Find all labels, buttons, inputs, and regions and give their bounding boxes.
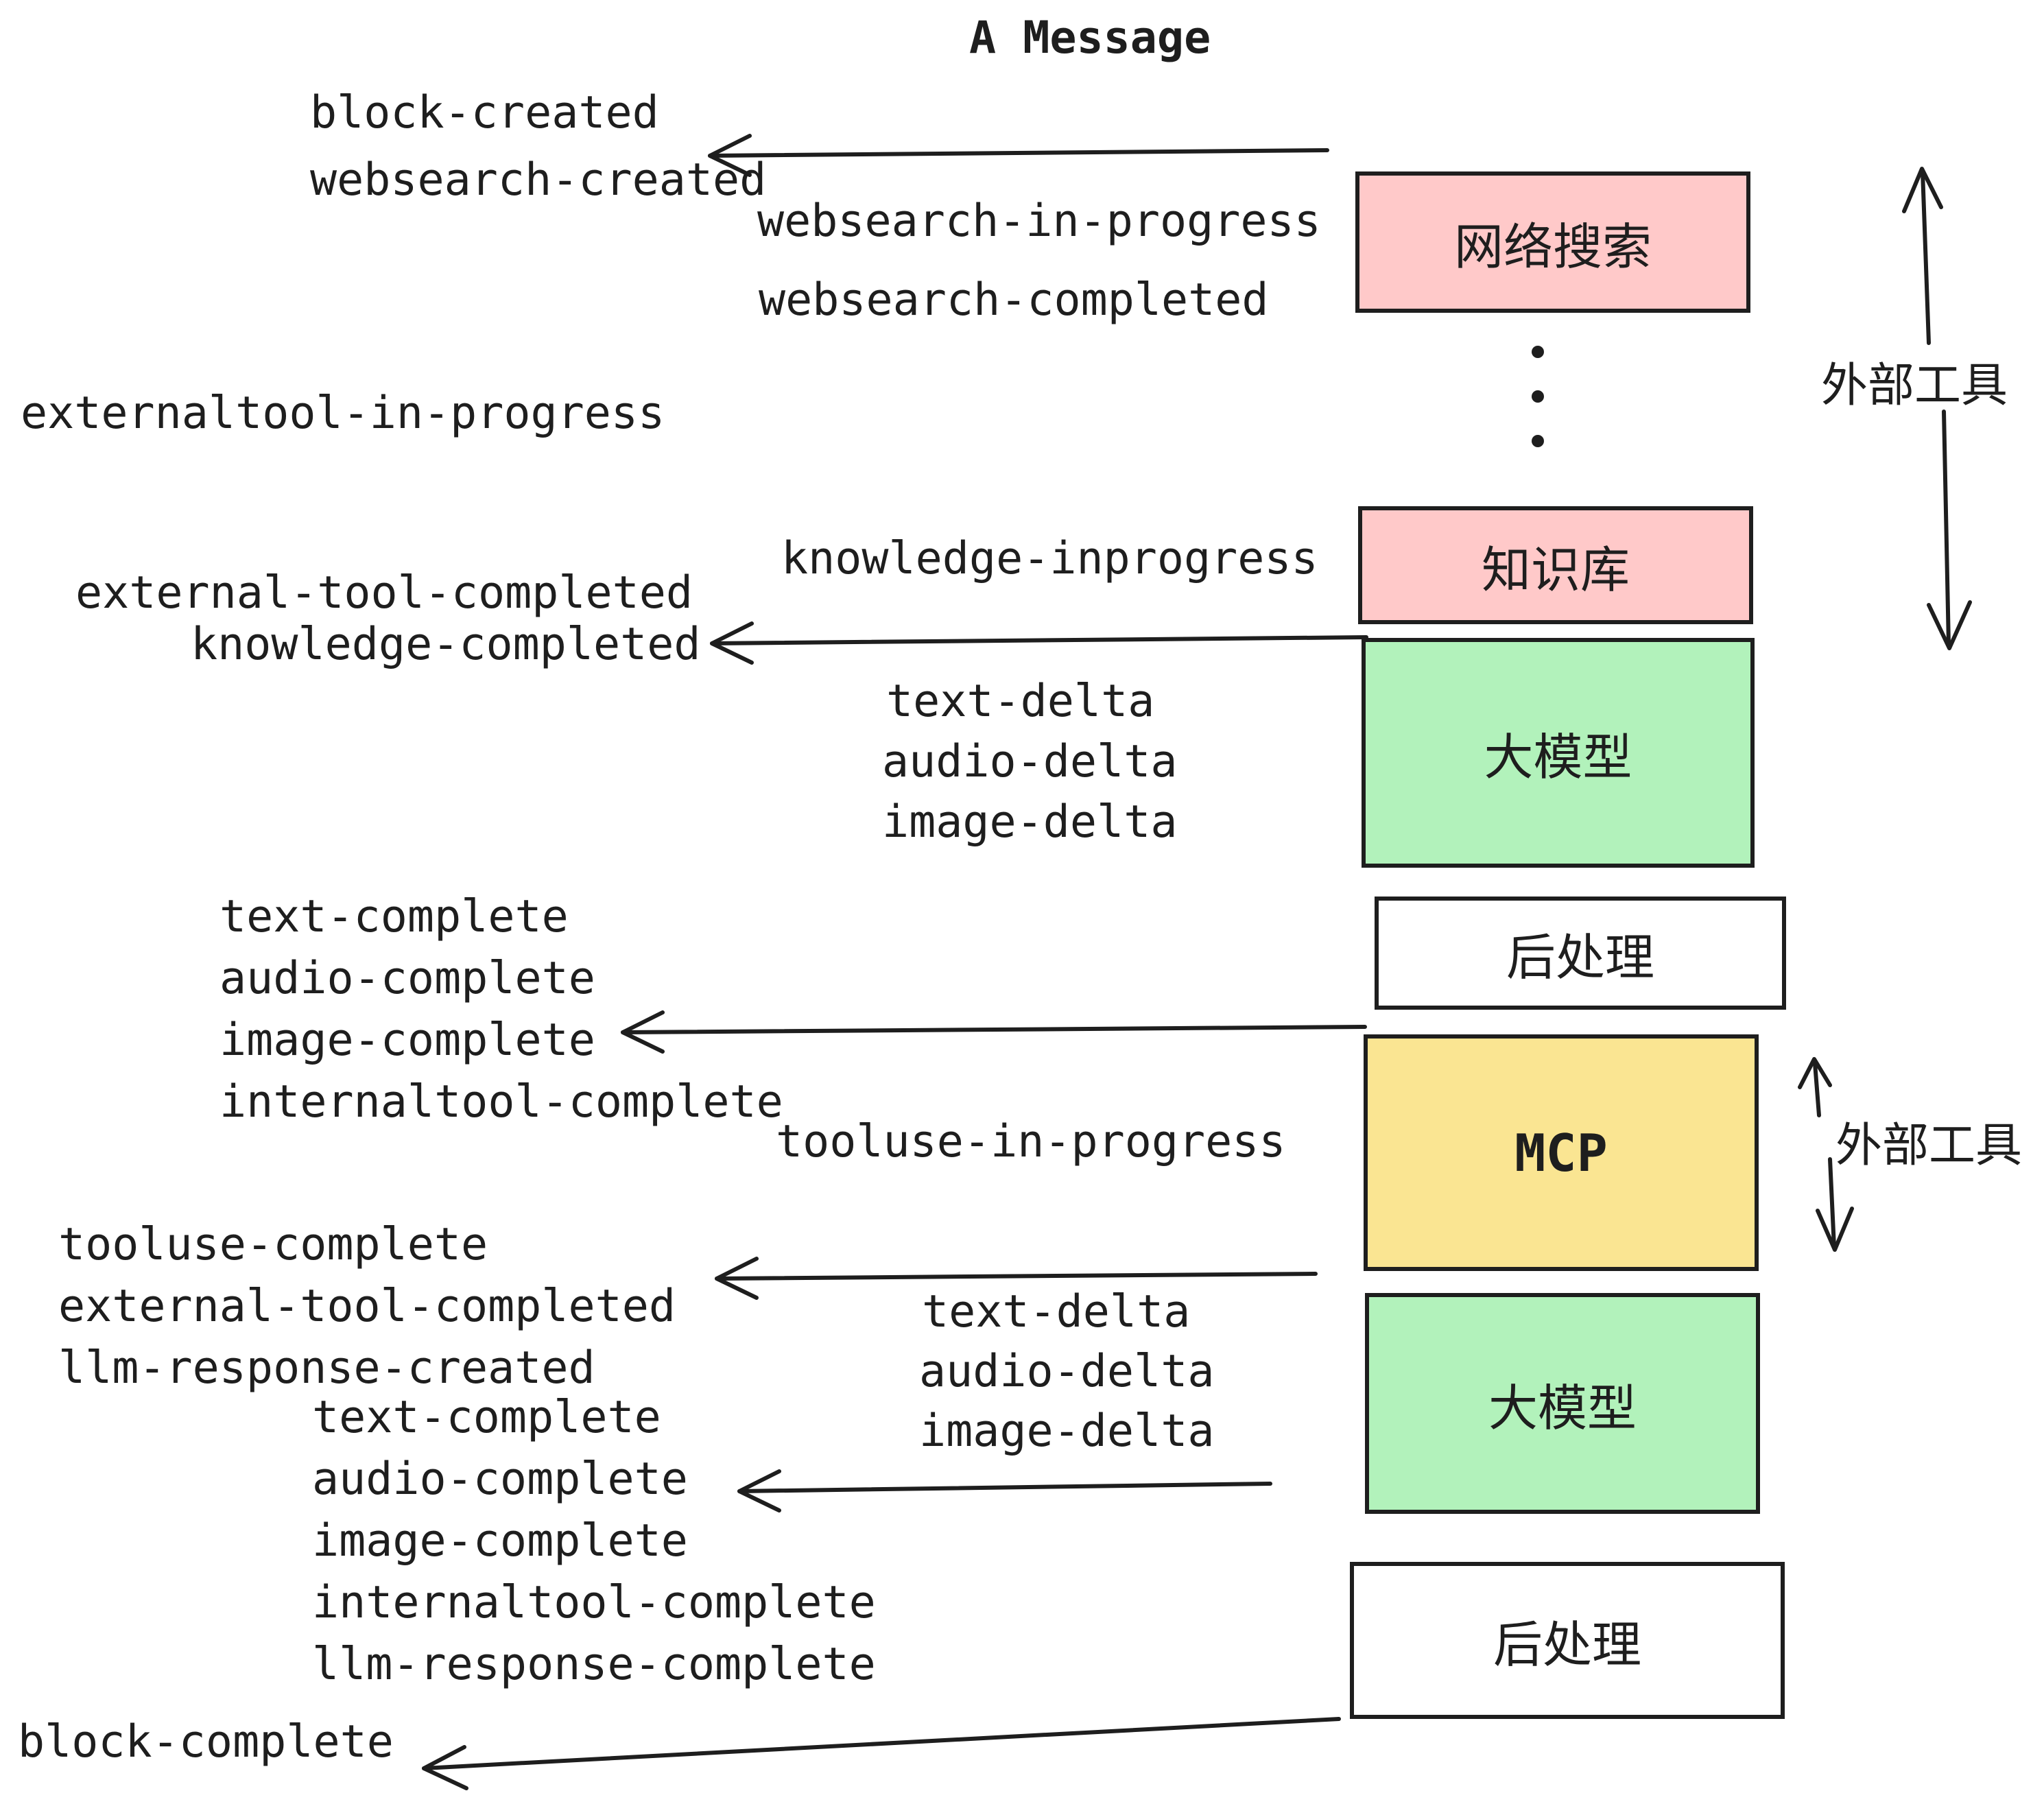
event-label-external-tool-completed-2: external-tool-completed: [58, 1281, 676, 1332]
event-label-text-delta-2: text-delta: [922, 1286, 1191, 1338]
event-label-llm-response-created: llm-response-created: [58, 1342, 595, 1394]
node-postprocess-1-label: 后处理: [1506, 929, 1654, 986]
event-label-audio-delta-2: audio-delta: [919, 1346, 1215, 1397]
event-label-text-complete: text-complete: [219, 891, 569, 942]
event-label-audio-complete-2: audio-complete: [312, 1453, 688, 1505]
arrow-to-block-created: [708, 134, 1329, 177]
event-label-audio-delta: audio-delta: [882, 736, 1178, 787]
ellipsis-dot: [1532, 435, 1544, 447]
event-label-image-delta: image-delta: [882, 796, 1178, 848]
node-websearch-label: 网络搜索: [1453, 217, 1652, 276]
diagram-title: A Message: [969, 12, 1211, 64]
event-label-websearch-in-progress: websearch-in-progress: [757, 195, 1321, 247]
event-label-websearch-completed: websearch-completed: [759, 274, 1269, 326]
arrow-to-block-complete: [422, 1717, 1341, 1790]
ellipsis-dot: [1532, 346, 1544, 358]
arrow-to-audio-complete: [737, 1469, 1272, 1512]
event-label-knowledge-completed: knowledge-completed: [191, 619, 701, 670]
node-knowledge-label: 知识库: [1481, 541, 1630, 599]
external-tools-down-arrow: [1927, 410, 1972, 650]
arrow-to-image-complete: [621, 1010, 1367, 1054]
event-label-text-complete-2: text-complete: [312, 1392, 661, 1443]
event-label-llm-response-complete: llm-response-complete: [312, 1639, 876, 1690]
arrow-to-knowledge-completed: [710, 621, 1368, 665]
event-label-text-delta: text-delta: [886, 676, 1155, 727]
event-label-internaltool-complete: internaltool-complete: [219, 1076, 783, 1128]
node-postprocess-2: 后处理: [1350, 1562, 1785, 1719]
node-llm-1-label: 大模型: [1484, 728, 1632, 786]
node-llm-2: 大模型: [1365, 1293, 1760, 1514]
event-label-externaltool-in-progress: externaltool-in-progress: [21, 388, 665, 439]
ellipsis-dot: [1532, 390, 1544, 403]
node-mcp-label: MCP: [1514, 1122, 1608, 1183]
event-label-external-tool-completed: external-tool-completed: [75, 567, 693, 619]
event-label-image-delta-2: image-delta: [919, 1405, 1215, 1457]
event-label-websearch-created: websearch-created: [310, 154, 767, 206]
event-label-knowledge-inprogress: knowledge-inprogress: [781, 533, 1318, 584]
event-label-tooluse-in-progress: tooluse-in-progress: [776, 1116, 1286, 1167]
node-mcp: MCP: [1364, 1034, 1759, 1271]
side-label-external-tools-top: 外部工具: [1821, 359, 2008, 413]
event-label-block-complete: block-complete: [18, 1716, 394, 1768]
node-postprocess-2-label: 后处理: [1493, 1616, 1641, 1674]
node-llm-2-label: 大模型: [1488, 1379, 1637, 1437]
event-label-image-complete: image-complete: [219, 1014, 595, 1066]
event-label-tooluse-complete: tooluse-complete: [58, 1219, 488, 1270]
event-label-internaltool-complete-2: internaltool-complete: [312, 1577, 876, 1628]
node-llm-1: 大模型: [1362, 638, 1755, 868]
event-label-image-complete-2: image-complete: [312, 1515, 688, 1567]
node-knowledge: 知识库: [1358, 506, 1753, 624]
event-label-block-created: block-created: [310, 87, 659, 139]
external-tools-up-arrow: [1902, 167, 1943, 345]
node-postprocess-1: 后处理: [1375, 897, 1786, 1010]
external-tools-up-arrow-2: [1798, 1057, 1832, 1117]
event-label-audio-complete: audio-complete: [219, 953, 595, 1004]
node-websearch: 网络搜索: [1355, 171, 1750, 313]
side-label-external-tools-bottom: 外部工具: [1835, 1119, 2023, 1173]
